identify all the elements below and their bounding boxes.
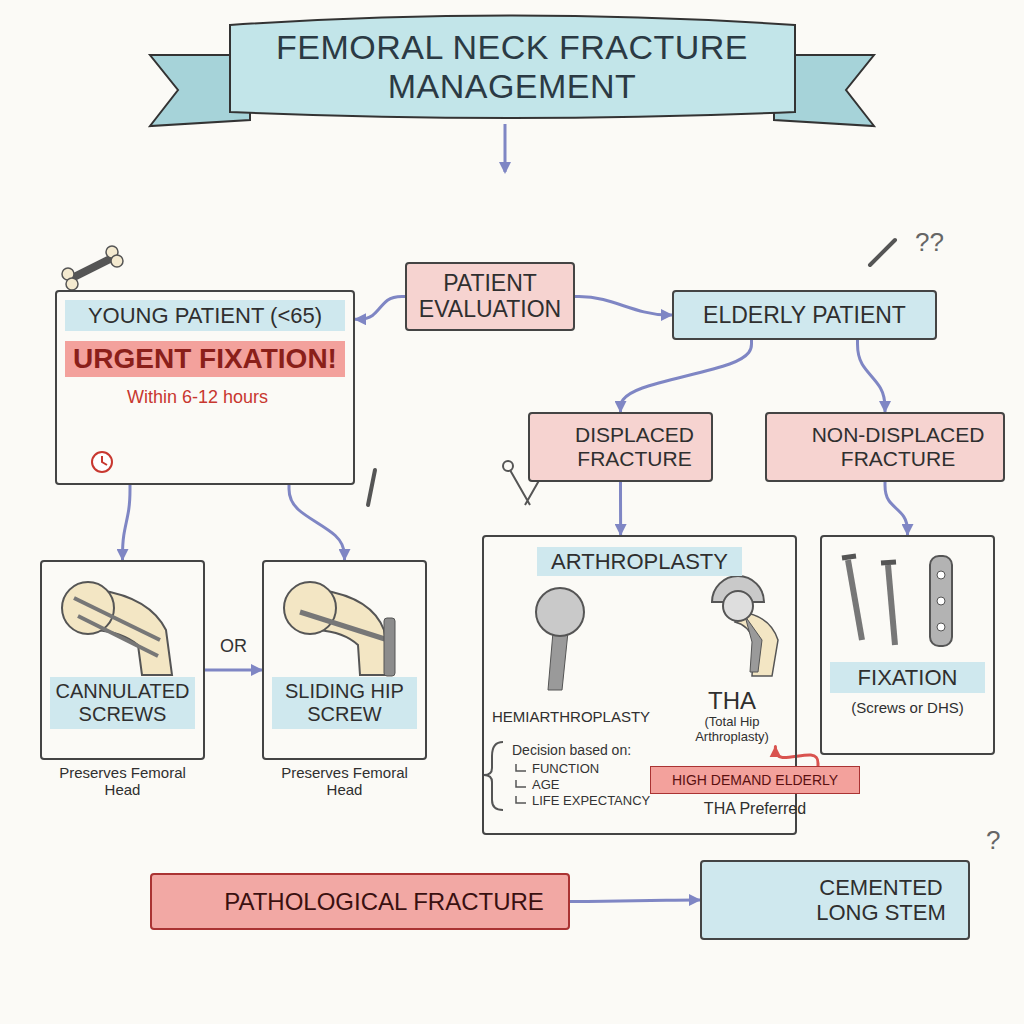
screw-doodle xyxy=(870,240,895,265)
box-note: Within 6-12 hours xyxy=(65,387,345,408)
tha-implant xyxy=(712,576,778,676)
diagram-title: FEMORAL NECK FRACTURE MANAGEMENT xyxy=(262,28,762,106)
screw xyxy=(78,616,158,656)
flow-arrow xyxy=(619,482,622,535)
box-heading: CEMENTED LONG STEM xyxy=(802,875,960,926)
flow-arrow xyxy=(289,485,345,560)
box-heading: THA xyxy=(672,687,792,715)
implant-stem xyxy=(745,616,762,672)
title-ribbon xyxy=(150,16,874,127)
forceps-ring xyxy=(503,461,513,471)
plate-hole xyxy=(937,597,945,605)
fixation-hardware xyxy=(842,556,952,646)
box-note: (Total Hip Arthroplasty) xyxy=(672,715,792,745)
box-heading: NON-DISPLACED FRACTURE xyxy=(799,423,997,471)
process-box: PATIENT EVALUATION xyxy=(405,262,575,331)
bracket xyxy=(484,742,503,810)
question-mark: ? xyxy=(986,826,1000,856)
ribbon-band xyxy=(230,16,795,119)
implant-head xyxy=(723,591,753,621)
flow-arrow xyxy=(885,482,908,535)
box-heading: HIGH DEMAND ELDERLY xyxy=(650,766,860,794)
femur-cannulated xyxy=(62,582,172,675)
option-box: CANNULATED SCREWSPreserves Femoral Head xyxy=(40,560,205,760)
implant-head xyxy=(536,588,584,636)
note-text: Decision based on: xyxy=(512,742,631,758)
screw xyxy=(888,565,895,645)
box-heading: ARTHROPLASTY xyxy=(537,547,742,576)
screw-head xyxy=(842,556,856,558)
group-box: ARTHROPLASTY HEMIARTHROPLASTY THA(Total Hi… xyxy=(482,535,797,835)
box-heading: CANNULATED SCREWS xyxy=(50,677,195,729)
hemiarthroplasty-implant xyxy=(536,588,584,690)
box-heading: YOUNG PATIENT (<65) xyxy=(65,300,345,331)
question-mark: ?? xyxy=(915,228,944,258)
bone-shaft xyxy=(72,258,112,278)
plate xyxy=(930,556,952,646)
femur-sliding-hip-screw xyxy=(284,582,395,676)
box-note: URGENT FIXATION! xyxy=(65,341,345,377)
criterion-text: LIFE EXPECTANCY xyxy=(532,794,650,809)
box-heading: PATHOLOGICAL FRACTURE xyxy=(210,888,558,916)
process-box: ELDERLY PATIENT xyxy=(672,290,937,340)
side-plate xyxy=(384,618,395,676)
box-note: Preserves Femoral Head xyxy=(264,764,425,799)
ribbon-callout: HIGH DEMAND ELDERLY THA Preferred xyxy=(650,766,860,828)
screw-doodle xyxy=(368,470,375,505)
flow-arrow xyxy=(355,296,405,319)
flow-arrow xyxy=(205,669,262,672)
edge-label: OR xyxy=(216,635,251,658)
implant-stem xyxy=(548,632,568,690)
warning-banner: PATHOLOGICAL FRACTURE xyxy=(150,873,570,930)
box-heading: ELDERLY PATIENT xyxy=(680,302,929,328)
criterion-text: FUNCTION xyxy=(532,762,599,777)
title-arrow xyxy=(504,124,507,172)
plate-hole xyxy=(937,623,945,631)
femoral-head xyxy=(284,582,336,634)
process-box: DISPLACED FRACTURE xyxy=(528,412,713,482)
implant-label: THA(Total Hip Arthroplasty) xyxy=(670,685,794,746)
femoral-head xyxy=(62,582,114,634)
lag-screw xyxy=(300,612,388,640)
group-box: YOUNG PATIENT (<65) URGENT FIXATION! Withi… xyxy=(55,290,355,485)
flow-arrow xyxy=(570,900,700,902)
clock-face xyxy=(92,452,112,472)
bone-end xyxy=(66,278,78,290)
plate-hole xyxy=(937,571,945,579)
list-hooks xyxy=(516,764,526,803)
flow-arrow xyxy=(858,340,886,412)
bone-doodle xyxy=(62,246,123,290)
clock-icon xyxy=(92,452,112,472)
screw xyxy=(848,560,862,640)
implant-label: HEMIARTHROPLASTY xyxy=(490,702,650,732)
option-box: FIXATION (Screws or DHS) xyxy=(820,535,995,755)
clock-hands xyxy=(102,456,107,465)
screw-head xyxy=(881,562,896,563)
flow-arrow xyxy=(123,485,131,560)
box-note: Preserves Femoral Head xyxy=(42,764,203,799)
flow-arrow xyxy=(621,340,752,412)
box-note: (Screws or DHS) xyxy=(830,699,985,716)
flow-arrow xyxy=(575,296,672,315)
box-note: THA Preferred xyxy=(650,800,860,818)
criterion-text: AGE xyxy=(532,778,559,793)
bone-end xyxy=(111,255,123,267)
process-box: CEMENTED LONG STEM xyxy=(700,860,970,940)
box-heading: HEMIARTHROPLASTY xyxy=(492,708,648,725)
box-heading: PATIENT EVALUATION xyxy=(413,270,567,323)
box-heading: DISPLACED FRACTURE xyxy=(564,423,705,471)
box-heading: FIXATION xyxy=(830,662,985,693)
box-heading: SLIDING HIP SCREW xyxy=(272,677,417,729)
process-box: NON-DISPLACED FRACTURE xyxy=(765,412,1005,482)
option-box: SLIDING HIP SCREWPreserves Femoral Head xyxy=(262,560,427,760)
